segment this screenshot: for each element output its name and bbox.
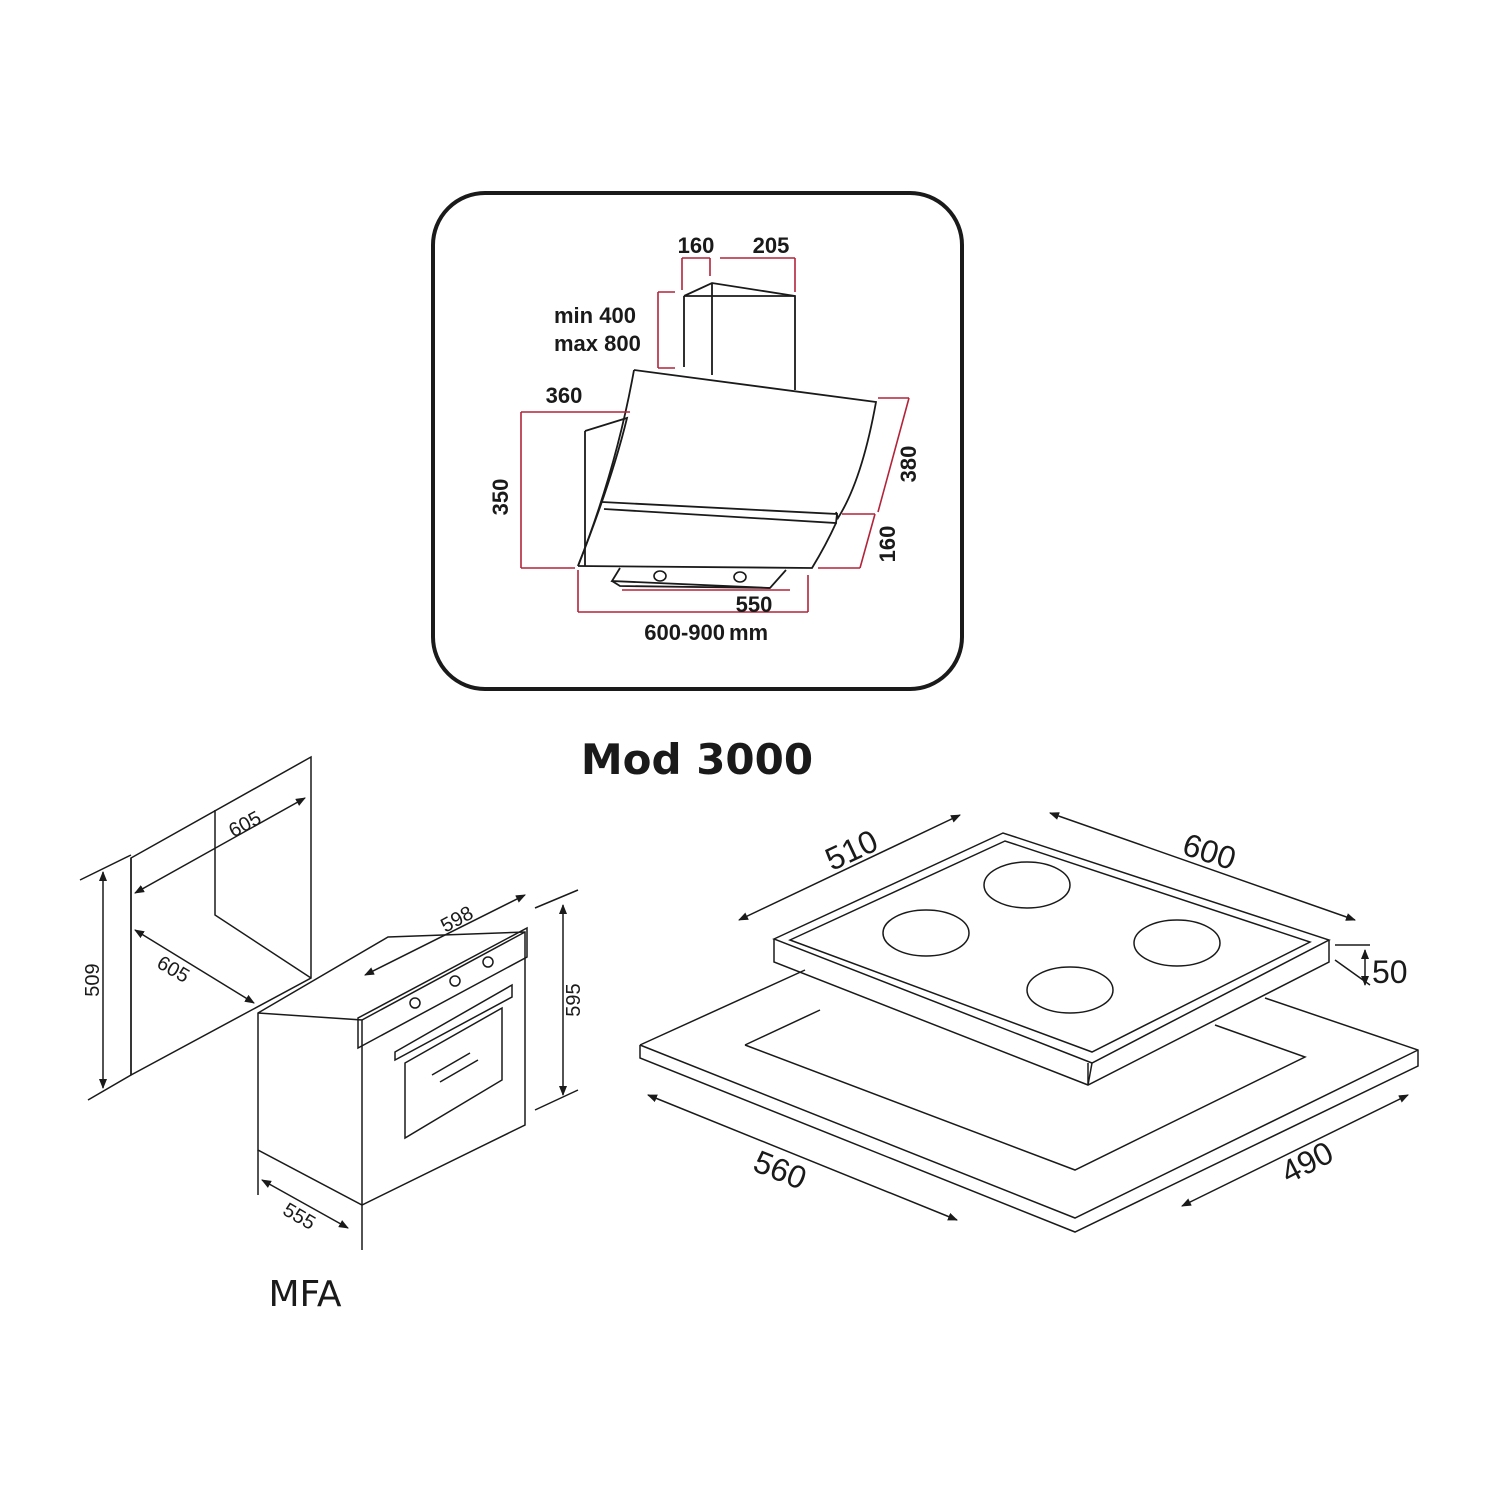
oven-unit <box>257 889 579 1250</box>
hood-canopy <box>577 369 878 589</box>
model-title: Mod 3000 <box>581 735 813 784</box>
dim-chimney-max: max 800 <box>554 331 641 356</box>
oven-model-label: MFA <box>268 1274 341 1315</box>
dim-lower-slant: 160 <box>875 526 900 563</box>
dim-chimney-width: 205 <box>753 233 790 258</box>
dim-canopy-depth: 360 <box>546 383 583 408</box>
hob-depth-label: 510 <box>820 822 884 877</box>
hob-unit <box>639 812 1419 1233</box>
cutout-width-label: 560 <box>749 1143 812 1196</box>
dim-bottom-width: 550 <box>736 592 773 617</box>
niche-depth-label: 605 <box>153 952 193 988</box>
niche-height-label: 509 <box>82 963 104 996</box>
hob-width-label: 600 <box>1178 826 1240 877</box>
hood-diagram: 160 205 min 400 max 800 360 350 380 160 … <box>431 191 964 691</box>
hood-frame <box>431 191 964 691</box>
hood-dimension-labels: 160 205 min 400 max 800 360 350 380 160 … <box>488 233 921 645</box>
oven-niche <box>79 755 312 1101</box>
hob-height-label: 50 <box>1372 954 1408 990</box>
hood-dimension-lines <box>520 257 910 613</box>
oven-width-label: 598 <box>437 902 477 937</box>
cutout-depth-label: 490 <box>1275 1134 1339 1190</box>
dim-chimney-min: min 400 <box>554 303 636 328</box>
hood-chimney <box>683 282 796 390</box>
oven-knobs <box>409 956 494 1009</box>
niche-width-label: 605 <box>225 807 265 842</box>
oven-depth-label: 555 <box>279 1199 319 1235</box>
dim-chimney-depth: 160 <box>678 233 715 258</box>
oven-niche-labels: 605 605 509 <box>82 807 265 997</box>
dim-canopy-height: 350 <box>488 479 513 516</box>
dim-glass-slant: 380 <box>896 446 921 483</box>
dim-total-width: 600-900 <box>644 620 725 645</box>
hood-lights <box>653 570 747 583</box>
oven-height-label: 595 <box>563 983 585 1016</box>
dim-unit: mm <box>729 620 768 645</box>
